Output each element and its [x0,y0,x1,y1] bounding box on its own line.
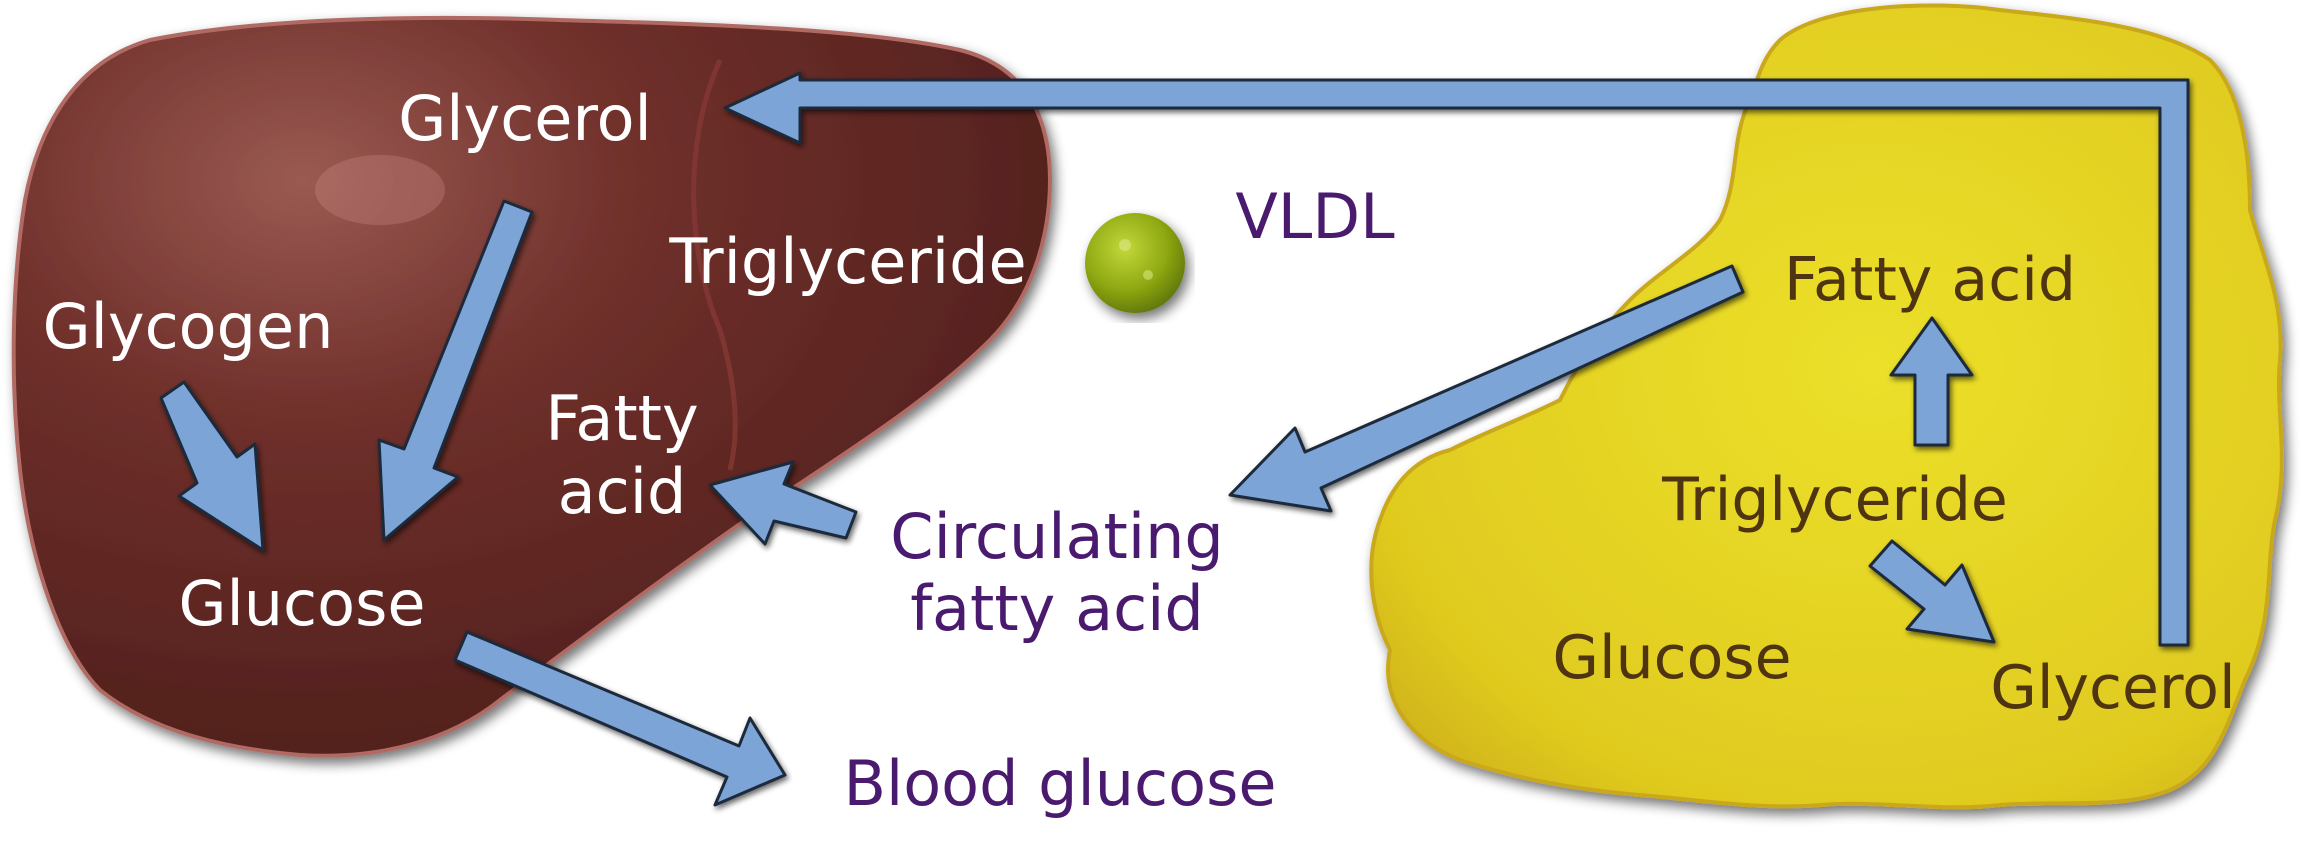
liver-fatty-label: Fatty [545,382,698,455]
adipose-triglyceride-label: Triglyceride [1661,465,2008,535]
arrow-adipose-glycerol-to-liver-glycerol [723,71,2190,647]
arrow-adipose-fatty-acid-to-circulating [1228,264,1745,513]
liver-shape [11,15,1053,758]
liver-glucose-label: Glucose [178,567,425,640]
circulating-label: Circulating [890,500,1223,573]
adipose-glucose-label: Glucose [1552,623,1791,693]
arrow-glycogen-to-glucose [159,380,265,552]
vldl-label: VLDL [1235,180,1395,253]
liver-triglyceride-label: Triglyceride [668,225,1026,298]
adipose-fatty-acid-label: Fatty acid [1784,245,2076,315]
arrow-adipose-triglyceride-to-fatty-acid [1889,316,1974,447]
arrow-liver-glycerol-to-glucose [377,199,534,542]
liver-acid-label: acid [558,455,687,528]
arrow-liver-glucose-to-blood-glucose [453,630,787,807]
liver-glycogen-label: Glycogen [43,290,334,363]
blood-glucose-label: Blood glucose [843,747,1276,820]
circulating-fatty-acid-label: fatty acid [910,572,1204,645]
arrow-adipose-triglyceride-to-glycerol [1868,539,1996,644]
adipose-glycerol-label: Glycerol [1990,653,2235,723]
vldl-particle [1085,213,1185,313]
arrow-circulating-to-liver-fatty-acid [708,460,858,546]
liver-glycerol-label: Glycerol [398,82,651,155]
